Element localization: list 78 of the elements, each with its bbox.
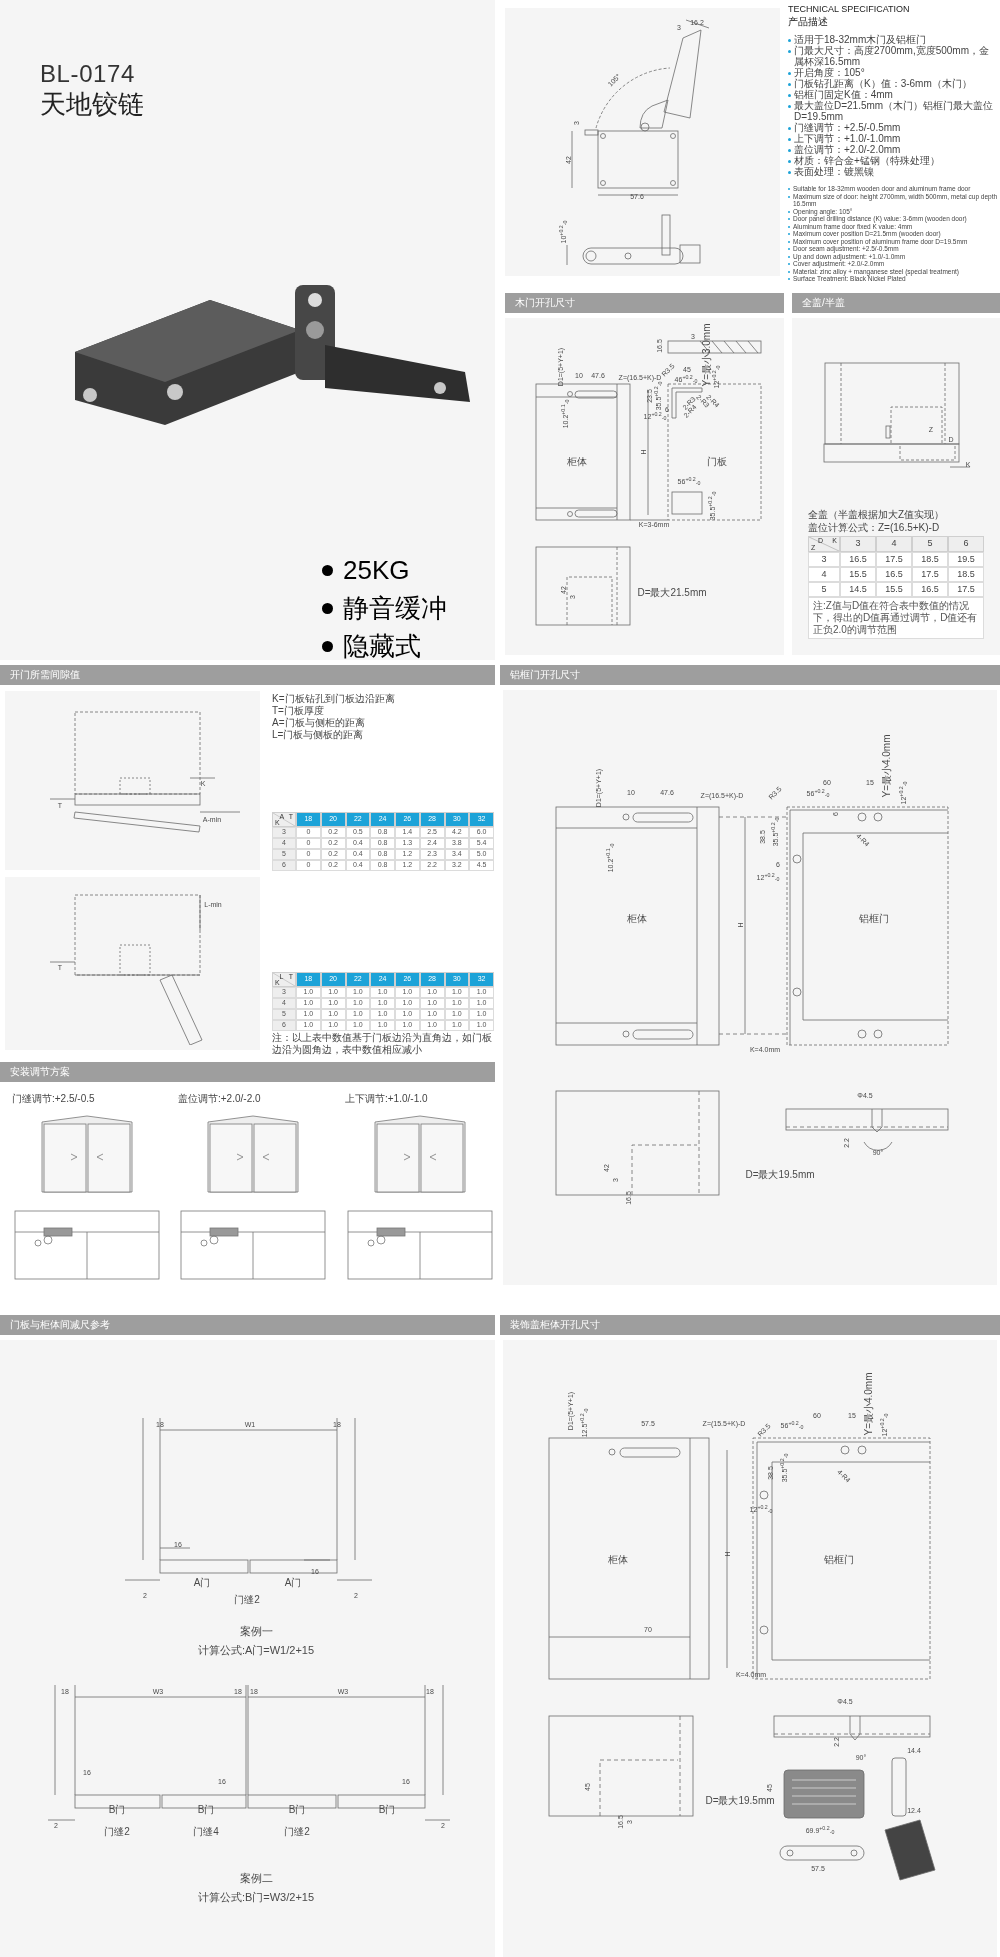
part-label: 门缝2 (234, 1595, 260, 1605)
part-label: 门缝2 (104, 1827, 130, 1837)
section-header: 木门开孔尺寸 (505, 293, 784, 313)
definition-text: A=门板与侧柜的距离 (272, 717, 366, 729)
section-header: 安装调节方案 (0, 1062, 495, 1082)
dimension-label: D=最大19.5mm (705, 1796, 775, 1806)
table-header-cell: 4 (876, 536, 912, 552)
caption-text: 案例一 (239, 1625, 273, 1637)
part-label: 柜体 (567, 457, 587, 467)
part-label: B门 (288, 1805, 306, 1815)
spec-item: 表面处理：镀黑镍 (794, 166, 874, 177)
table-cell: 18.5 (948, 567, 984, 582)
spec-item: 门最大尺寸：高度2700mm,宽度500mm，金属杯深16.5mm (794, 45, 991, 67)
table-cell: 18.5 (912, 552, 948, 567)
spec-heading: TECHNICAL SPECIFICATION (788, 4, 911, 15)
adjustment-label: 盖位调节:+2.0/-2.0 (178, 1094, 261, 1104)
table-header-cell: 6 (948, 536, 984, 552)
section-header: 装饰盖柜体开孔尺寸 (500, 1315, 1000, 1335)
table-cell: 17.5 (876, 552, 912, 567)
model-number: BL-0174 (40, 60, 136, 88)
table-cell: 16.5 (912, 582, 948, 597)
table-cell: 17.5 (912, 567, 948, 582)
adjustment-label: 上下调节:+1.0/-1.0 (345, 1094, 428, 1104)
table-cell: 19.5 (948, 552, 984, 567)
dimension-label: Y=最小3.0mm (702, 323, 712, 387)
table-header-cell: 5 (912, 536, 948, 552)
formula-text: 盖位计算公式：Z=(16.5+K)-D (808, 521, 941, 534)
part-label: B门 (378, 1805, 396, 1815)
part-label: B门 (197, 1805, 215, 1815)
part-label: 柜体 (608, 1555, 628, 1565)
part-label: A门 (284, 1578, 302, 1588)
dimension-label: D=最大21.5mm (637, 588, 707, 598)
definition-text: T=门板厚度 (272, 705, 325, 717)
section-header: 全盖/半盖 (792, 293, 1000, 313)
adjustment-label: 门缝调节:+2.5/-0.5 (12, 1094, 95, 1104)
table-cell: 15.5 (840, 567, 876, 582)
spec-item: 门缝调节：+2.5/-0.5mm (794, 122, 901, 133)
part-label: 铝框门 (859, 914, 889, 924)
spec-subheading: 产品描述 (788, 15, 829, 28)
spec-item: 开启角度：105° (794, 67, 865, 78)
spec-item: 最大盖位D=21.5mm（木门）铝框门最大盖位D=19.5mm (794, 100, 995, 122)
product-title: 天地铰链 (40, 88, 144, 120)
table-cell: 16.5 (840, 552, 876, 567)
table-note: 注:Z值与D值在符合表中数值的情况下，得出的D值再通过调节，D值还有正负2.0的调节范围 (808, 597, 984, 639)
spec-item: 门板钻孔距离（K）值：3-6mm（木门） (794, 78, 972, 89)
caption-text: 案例二 (239, 1872, 273, 1884)
part-label: 门缝4 (193, 1827, 219, 1837)
section-header: 铝框门开孔尺寸 (500, 665, 1000, 685)
feature-text: 25KG (343, 555, 410, 585)
table-cell: 16.5 (876, 567, 912, 582)
part-label: 柜体 (627, 914, 647, 924)
caption-text: 计算公式:B门=W3/2+15 (197, 1891, 315, 1903)
spec-item: 适用于18-32mm木门及铝框门 (794, 34, 927, 45)
table-cell: 17.5 (948, 582, 984, 597)
row-header-cell: 4 (808, 567, 840, 582)
section-header: 开门所需间隙值 (0, 665, 495, 685)
part-label: B门 (108, 1805, 126, 1815)
caption-text: 计算公式:A门=W1/2+15 (197, 1644, 315, 1656)
section-header: 门板与柜体间减尺参考 (0, 1315, 495, 1335)
definition-text: L=门板与侧板的距离 (272, 729, 365, 741)
dimension-label: Y=最小4.0mm (864, 1372, 874, 1436)
part-label: 铝框门 (824, 1555, 854, 1565)
spec-item: 上下调节：+1.0/-1.0mm (794, 133, 901, 144)
table-cell: 15.5 (876, 582, 912, 597)
spec-item: 铝框门固定K值：4mm (794, 89, 893, 100)
row-header-cell: 5 (808, 582, 840, 597)
formula-text: 全盖（半盖根据加大Z值实现） (808, 508, 945, 521)
spec-item: 盖位调节：+2.0/-2.0mm (794, 144, 901, 155)
part-label: A门 (193, 1578, 211, 1588)
table-header-cell: 3 (840, 536, 876, 552)
dimension-label: Y=最小4.0mm (882, 734, 892, 798)
part-label: 门板 (707, 457, 727, 467)
feature-text: 静音缓冲 (343, 593, 447, 623)
dimension-label: D=最大19.5mm (745, 1170, 815, 1180)
row-header-cell: 3 (808, 552, 840, 567)
table-cell: 14.5 (840, 582, 876, 597)
spec-item: 材质：锌合金+锰钢（特殊处理） (794, 155, 940, 166)
part-label: 门缝2 (284, 1827, 310, 1837)
